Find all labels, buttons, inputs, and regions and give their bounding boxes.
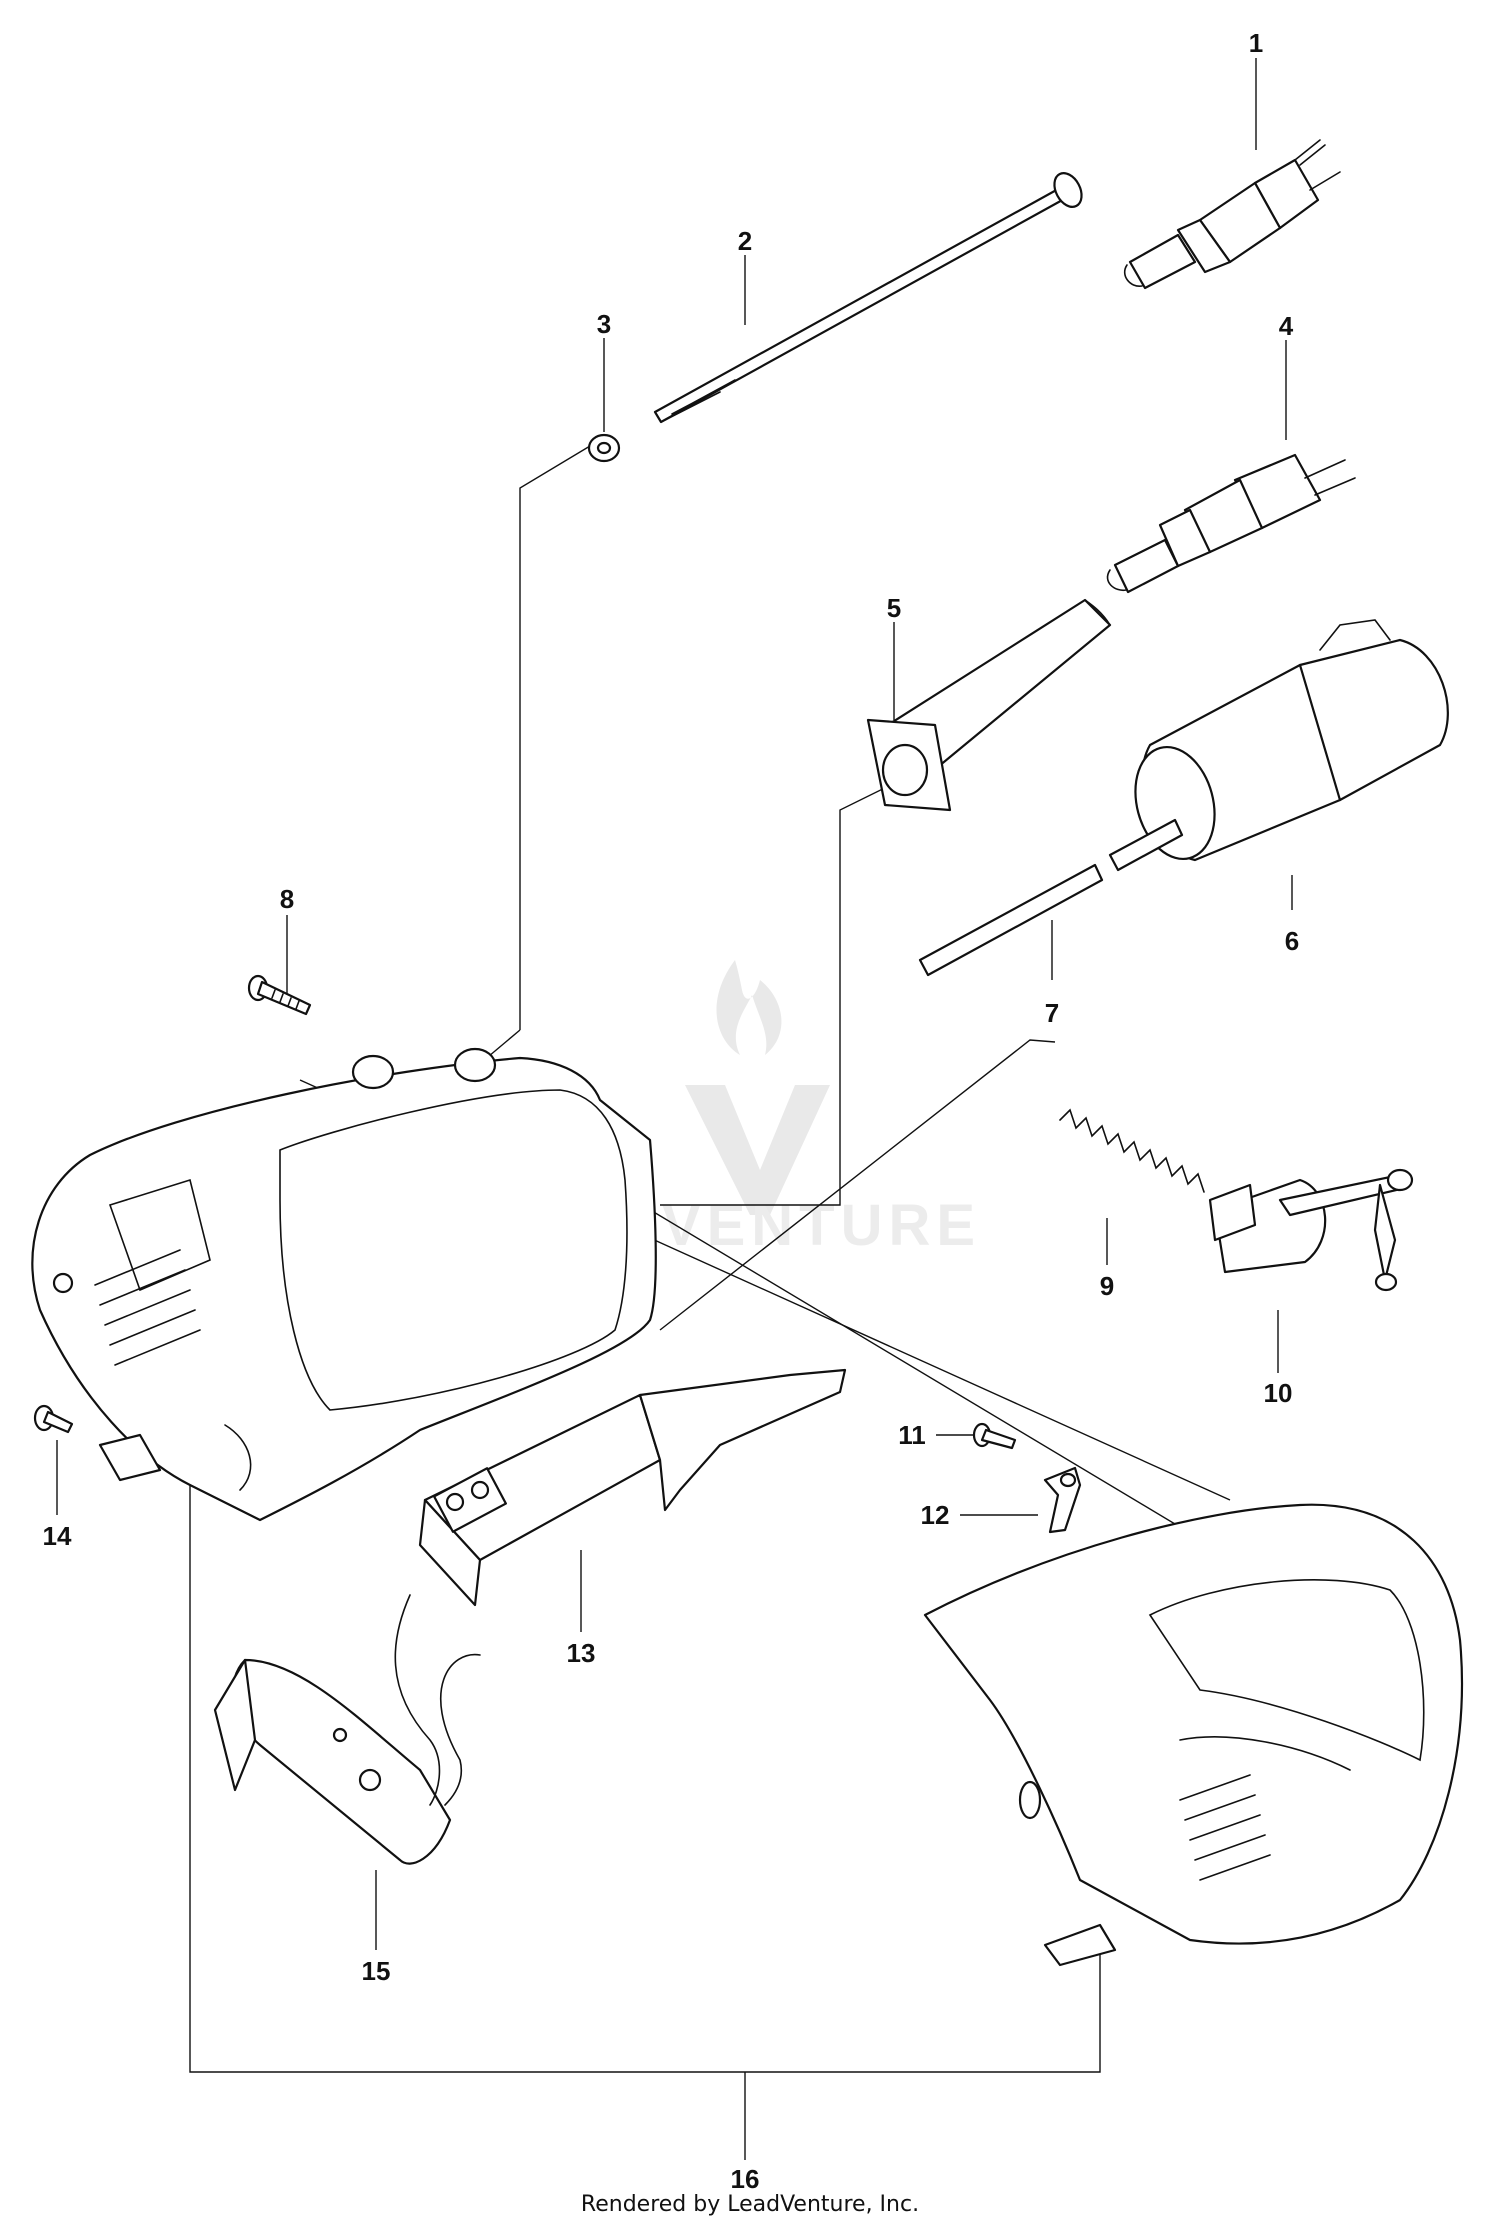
callout-14: 14 [43, 1521, 72, 1551]
part-13-switch [418, 1368, 847, 1607]
part-1-plug [1123, 139, 1341, 290]
callout-labels: 1 2 3 4 5 6 7 8 9 10 11 12 13 14 15 16 [43, 28, 1300, 2194]
callout-11: 11 [898, 1420, 926, 1450]
callout-12: 12 [921, 1500, 950, 1530]
callout-16: 16 [731, 2164, 760, 2194]
part-4-euro-plug [1106, 453, 1356, 594]
part-8-screw [247, 974, 312, 1016]
part-6-connector [1134, 619, 1449, 862]
part-14-screw [33, 1404, 74, 1434]
callout-3: 3 [597, 309, 611, 339]
footer-credit: Rendered by LeadVenture, Inc. [581, 2192, 919, 2217]
part-3-washer [587, 433, 621, 463]
callout-13: 13 [567, 1638, 596, 1668]
part-10-trigger-lock [1208, 1168, 1414, 1292]
callout-10: 10 [1264, 1378, 1293, 1408]
callout-8: 8 [280, 884, 294, 914]
callout-2: 2 [738, 226, 752, 256]
callout-9: 9 [1100, 1271, 1114, 1301]
part-12-clip [1043, 1466, 1082, 1534]
part-16-housing [31, 1047, 1464, 1967]
part-7-cable [918, 818, 1184, 977]
callout-1: 1 [1249, 28, 1263, 58]
callout-7: 7 [1045, 998, 1059, 1028]
callout-6: 6 [1285, 926, 1299, 956]
part-11-screw [972, 1422, 1017, 1450]
part-9-spring [1059, 1108, 1205, 1193]
part-5-cord-guard [866, 598, 1112, 812]
callout-4: 4 [1279, 311, 1294, 341]
callout-15: 15 [362, 1956, 391, 1986]
part-2-rod [653, 172, 1083, 424]
part-15-cover-plate [213, 1594, 481, 1865]
callout-5: 5 [887, 593, 901, 623]
